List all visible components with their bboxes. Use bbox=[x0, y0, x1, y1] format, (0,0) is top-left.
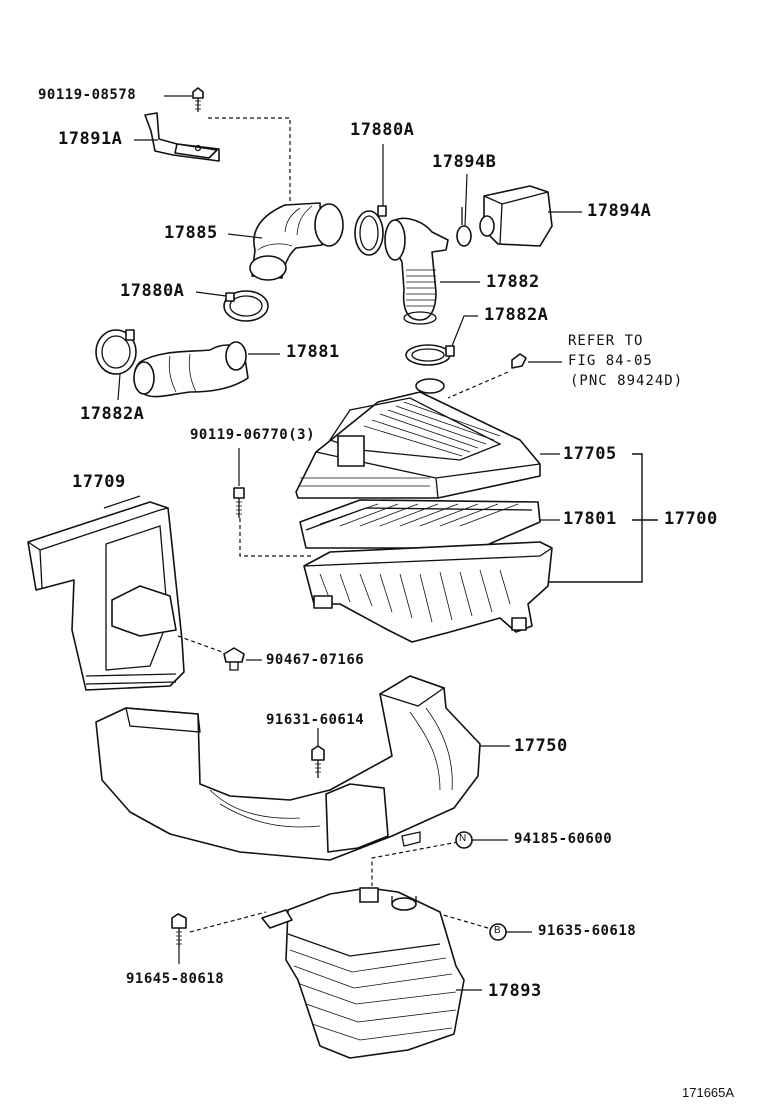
filter-element-17801-part bbox=[299, 499, 541, 549]
screw-91631-60614-part bbox=[311, 728, 325, 778]
label-nut-94185-60600: 94185-60600 bbox=[514, 831, 613, 847]
bracket-17891A-part bbox=[144, 112, 220, 162]
reference-note-line2: FIG 84-05 bbox=[568, 353, 653, 369]
cleaner-cap-17705-part bbox=[295, 378, 541, 499]
clamp-17880A-left-part bbox=[223, 290, 269, 322]
reference-note-line3: (PNC 89424D) bbox=[570, 373, 684, 389]
dash-guide-left-bolt bbox=[189, 911, 267, 933]
label-clamp-17880A-left: 17880A bbox=[120, 281, 185, 301]
label-bolt-90119-06770: 90119-06770(3) bbox=[190, 427, 316, 443]
label-hose-17882: 17882 bbox=[486, 272, 540, 292]
hose-17885-part bbox=[249, 202, 344, 281]
label-clamp-17894B: 17894B bbox=[432, 152, 497, 172]
cleaner-case-part bbox=[303, 541, 553, 643]
resonator-17894A-part bbox=[479, 185, 553, 247]
label-duct-17750: 17750 bbox=[514, 736, 568, 756]
label-bracket-17891A: 17891A bbox=[58, 129, 123, 149]
label-clamp-17882A-left: 17882A bbox=[80, 404, 145, 424]
hose-17882-part bbox=[384, 217, 449, 325]
hose-17881-part bbox=[133, 341, 249, 398]
label-clamp-17882A-right: 17882A bbox=[484, 305, 549, 325]
dash-guide-bolt bbox=[239, 518, 312, 557]
dash-guide-nut bbox=[371, 841, 459, 886]
figure-code: 171665A bbox=[682, 1085, 735, 1100]
resonator-17893-part bbox=[261, 887, 465, 1059]
label-clip-90467-07166: 90467-07166 bbox=[266, 652, 365, 668]
n-marker-circle bbox=[455, 831, 508, 849]
label-duct-17709: 17709 bbox=[72, 472, 126, 492]
label-screw-91631-60614: 91631-60614 bbox=[266, 712, 365, 728]
n-marker-letter: N bbox=[459, 833, 467, 844]
ref-screw-part bbox=[447, 353, 527, 399]
reference-note-line1: REFER TO bbox=[568, 333, 644, 349]
duct-17750-part bbox=[95, 675, 481, 861]
label-clamp-17880A-top: 17880A bbox=[350, 120, 415, 140]
label-resonator-17893: 17893 bbox=[488, 981, 542, 1001]
label-hose-17881: 17881 bbox=[286, 342, 340, 362]
clip-90467-07166-part bbox=[177, 635, 245, 671]
label-cleaner-assy-17700: 17700 bbox=[664, 509, 718, 529]
bolt-90119-08578-part bbox=[192, 87, 204, 112]
dash-guide-b-bolt bbox=[439, 913, 489, 929]
clamp-17880A-top-part bbox=[354, 205, 387, 256]
bolt-91645-80618-part bbox=[171, 913, 187, 964]
duct-17709-part bbox=[27, 501, 185, 691]
b-marker-circle bbox=[489, 923, 532, 941]
label-bolt-90119-08578: 90119-08578 bbox=[38, 87, 137, 103]
bolt-90119-06770-part bbox=[233, 448, 245, 518]
label-bolt-91645-80618: 91645-80618 bbox=[126, 971, 225, 987]
label-element-17801: 17801 bbox=[563, 509, 617, 529]
clamp-17894B-part bbox=[456, 207, 472, 247]
label-cap-17705: 17705 bbox=[563, 444, 617, 464]
label-hose-17885: 17885 bbox=[164, 223, 218, 243]
b-marker-letter: B bbox=[494, 925, 501, 936]
clamp-17882A-left-part bbox=[95, 329, 137, 375]
label-resonator-17894A: 17894A bbox=[587, 201, 652, 221]
dash-guide-bracket bbox=[208, 117, 291, 205]
clamp-17882A-right-part bbox=[405, 344, 455, 366]
leader-lines bbox=[103, 95, 582, 991]
assembly-bracket-17700 bbox=[548, 453, 658, 583]
label-bolt-91635-60618: 91635-60618 bbox=[538, 923, 637, 939]
